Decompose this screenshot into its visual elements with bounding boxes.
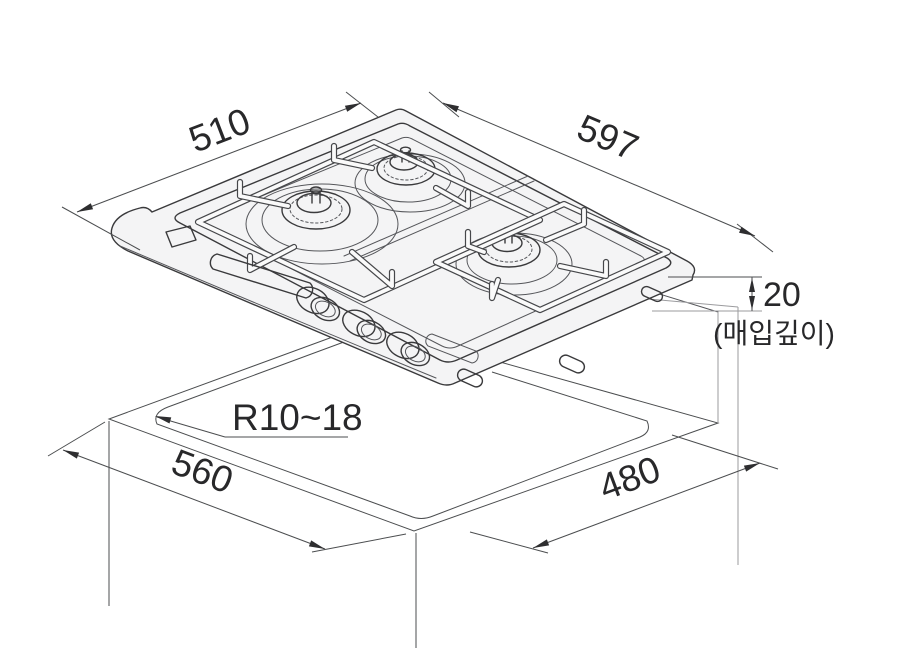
panel-badge bbox=[165, 225, 197, 248]
tray-rim bbox=[174, 122, 672, 363]
burner-left-stem bbox=[311, 190, 321, 204]
arrowhead bbox=[749, 296, 755, 310]
arrowhead bbox=[739, 226, 755, 236]
cooktop-feet bbox=[456, 285, 664, 388]
slab-outline bbox=[107, 334, 720, 532]
grate-right-fingers bbox=[464, 206, 610, 302]
knob-3 bbox=[386, 331, 431, 367]
knob-2 bbox=[342, 309, 387, 345]
arrowhead bbox=[308, 540, 325, 549]
dimension-480: 480 bbox=[469, 434, 779, 554]
arrowhead bbox=[344, 103, 361, 112]
arrowhead bbox=[63, 450, 80, 459]
panel-groove bbox=[425, 333, 479, 364]
cooktop-drawing bbox=[110, 108, 696, 388]
dim-480-label: 480 bbox=[594, 448, 666, 508]
dim-510-label: 510 bbox=[183, 100, 255, 160]
arrowhead bbox=[155, 416, 172, 424]
grate-left-fingers bbox=[236, 142, 472, 290]
dimension-560: 560 bbox=[47, 421, 407, 553]
arrowhead bbox=[443, 103, 459, 113]
arrowhead bbox=[743, 463, 760, 472]
arrowhead bbox=[533, 539, 550, 548]
recess-depth-caption: (매입깊이) bbox=[713, 318, 835, 349]
countertop-cutout-drawing bbox=[107, 334, 720, 648]
dimension-corner-radius: R10~18 bbox=[155, 397, 363, 438]
body-bottom-line bbox=[119, 245, 437, 379]
panel-slot bbox=[209, 253, 314, 299]
knob-1 bbox=[296, 286, 341, 322]
burner-left bbox=[245, 183, 399, 265]
dim-20-label: 20 bbox=[763, 276, 801, 314]
arrowhead bbox=[77, 203, 94, 212]
grate-right bbox=[432, 200, 672, 314]
tray-divider-2 bbox=[349, 180, 535, 262]
dimension-20-recess: 20 (매입깊이) bbox=[652, 276, 835, 349]
arrowhead bbox=[749, 278, 755, 292]
cutout-hole-outline bbox=[155, 338, 649, 519]
control-panel bbox=[165, 225, 479, 364]
grate-left bbox=[194, 138, 544, 304]
dim-560-label: 560 bbox=[166, 441, 238, 501]
dim-597-label: 597 bbox=[571, 107, 644, 169]
tray-divider bbox=[343, 175, 529, 257]
dim-radius-label: R10~18 bbox=[232, 397, 363, 438]
